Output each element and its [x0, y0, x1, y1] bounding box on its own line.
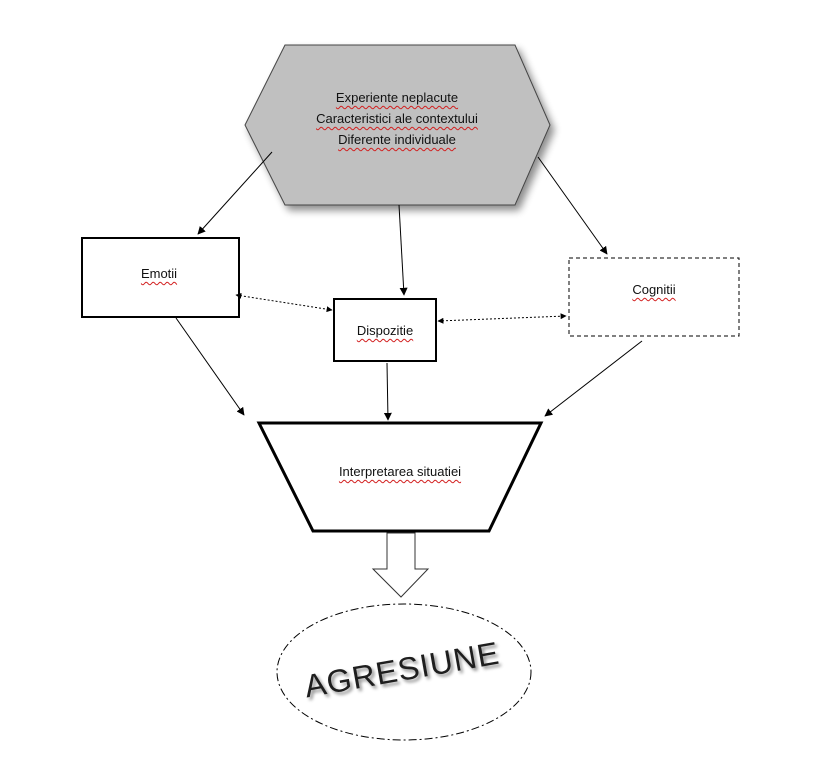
- hexagon-line-2: Caracteristici ale contextului: [316, 111, 478, 126]
- agresiune-ellipse: [276, 603, 532, 741]
- arrow-hexagon-emotii: [197, 151, 273, 235]
- hexagon-line-1: Experiente neplacute: [335, 90, 459, 105]
- hexagon-line-3: Diferente individuale: [338, 132, 456, 147]
- interpretare-trapezoid: [256, 421, 544, 533]
- arrow-dispozitie-interpretare: [383, 362, 392, 421]
- arrow-emotii-dispozitie: [235, 292, 333, 313]
- emotii-label: Emotii: [140, 266, 178, 281]
- down-block-arrow: [371, 532, 430, 598]
- dispozitie-label-wrap: Dispozitie: [357, 320, 413, 341]
- cognitii-label-wrap: Cognitii: [632, 279, 675, 300]
- arrow-cognitii-interpretare: [544, 340, 643, 417]
- emotii-label-wrap: Emotii: [141, 263, 177, 284]
- hexagon-shape: [244, 44, 551, 206]
- arrow-hexagon-cognitii: [537, 156, 608, 255]
- cognitii-label: Cognitii: [632, 282, 676, 297]
- hexagon-text: Experiente neplacute Caracteristici ale …: [316, 87, 478, 150]
- dispozitie-box: [333, 298, 437, 362]
- interpretare-label-wrap: Interpretarea situatiei: [339, 461, 461, 482]
- cognitii-box: [568, 257, 740, 337]
- arrow-hexagon-dispozitie: [398, 204, 408, 296]
- interpretare-label: Interpretarea situatiei: [338, 464, 462, 479]
- dispozitie-label: Dispozitie: [356, 323, 414, 338]
- emotii-box: [81, 237, 240, 318]
- arrow-dispozitie-cognitii: [437, 313, 567, 324]
- agresiune-label-wrap: AGRESIUNE: [302, 635, 599, 707]
- arrow-emotii-interpretare: [175, 317, 245, 416]
